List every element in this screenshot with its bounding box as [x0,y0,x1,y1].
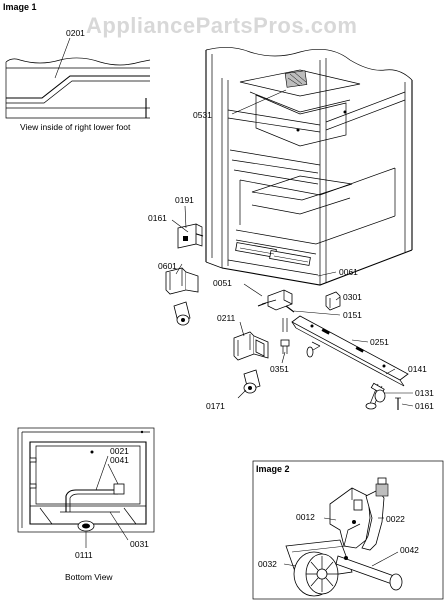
image1-title: Image 1 [3,2,37,12]
label-0042: 0042 [400,545,419,555]
label-0061: 0061 [339,267,358,277]
label-0051: 0051 [213,278,232,288]
foot-caption: View inside of right lower foot [20,122,131,132]
leader-lines [171,89,414,407]
label-0171: 0171 [206,401,225,411]
label-0191: 0191 [175,195,194,205]
label-0031: 0031 [130,539,149,549]
image2-title: Image 2 [256,464,290,474]
image2-inset [252,460,444,600]
label-0211: 0211 [217,313,236,323]
label-0601: 0601 [158,261,177,271]
label-0531: 0531 [193,110,212,120]
center-leveler-assembly [233,289,295,394]
label-0151: 0151 [343,310,362,320]
label-0131: 0131 [415,388,434,398]
bottom-view-caption: Bottom View [65,572,113,582]
label-0012: 0012 [296,512,315,522]
watermark-text: AppliancePartsPros.com [86,13,357,38]
bottom-view [17,427,155,548]
label-0201: 0201 [66,28,85,38]
label-0351: 0351 [270,364,289,374]
label-0022: 0022 [386,514,405,524]
label-0111: 0111 [75,550,93,560]
refrigerator-cabinet [205,47,413,286]
label-0161-top: 0161 [148,213,167,223]
label-0161-bottom: 0161 [415,401,434,411]
front-rail-assembly [291,291,409,410]
label-0021: 0021 [110,446,129,456]
left-bracket-assembly [165,223,204,326]
label-0032: 0032 [258,559,277,569]
label-0041: 0041 [110,455,129,465]
label-0141: 0141 [408,364,427,374]
foot-inset [5,37,151,119]
label-0251: 0251 [370,337,389,347]
label-0301: 0301 [343,292,362,302]
